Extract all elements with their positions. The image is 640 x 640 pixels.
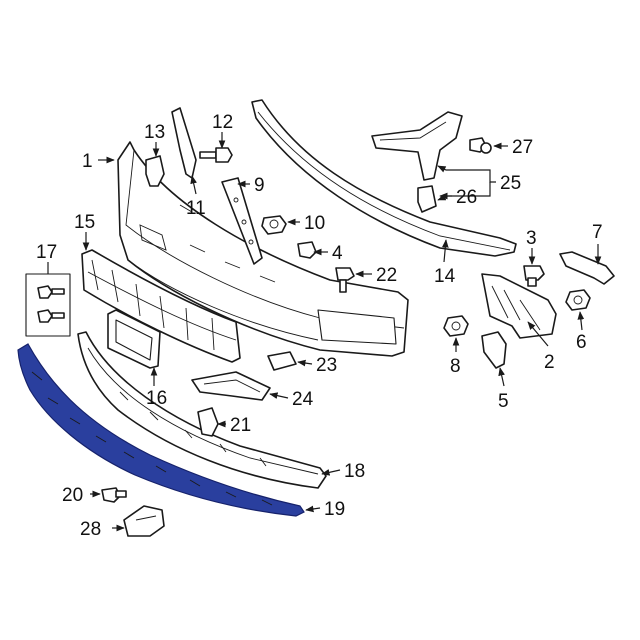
callout-28: 28 — [80, 519, 101, 540]
part-2-mount-bracket[interactable] — [481, 273, 557, 339]
part-5-bracket[interactable] — [481, 331, 507, 369]
callout-3: 3 — [526, 228, 537, 249]
part-15-grille-bar[interactable] — [81, 249, 241, 363]
callout-25: 25 — [500, 173, 521, 194]
part-11-strip[interactable] — [171, 107, 197, 179]
part-3-bolt[interactable] — [523, 265, 545, 287]
callout-18: 18 — [344, 461, 365, 482]
callout-14: 14 — [434, 266, 456, 287]
part-22-bolt[interactable] — [335, 267, 355, 293]
part-24-bracket[interactable] — [191, 371, 271, 401]
part-20-bolt[interactable] — [101, 487, 127, 503]
callout-5: 5 — [498, 391, 509, 412]
callout-20: 20 — [62, 485, 83, 506]
leader-lines — [47, 132, 602, 532]
callout-16: 16 — [146, 388, 167, 409]
part-19-air-deflector[interactable] — [17, 343, 305, 517]
callout-15: 15 — [74, 212, 95, 233]
callout-1: 1 — [82, 151, 93, 172]
callout-13: 13 — [144, 122, 165, 143]
part-26-clip[interactable] — [417, 185, 437, 213]
callout-17: 17 — [36, 242, 57, 263]
part-25-upper-bracket[interactable] — [371, 111, 463, 181]
callout-6: 6 — [576, 332, 587, 353]
callout-19: 19 — [324, 499, 345, 520]
callout-26: 26 — [456, 187, 477, 208]
callout-24: 24 — [292, 389, 314, 410]
part-14-upper-strip[interactable] — [251, 99, 517, 257]
callout-21: 21 — [230, 415, 251, 436]
callout-23: 23 — [316, 355, 337, 376]
callout-27: 27 — [512, 137, 533, 158]
part-7-link[interactable] — [559, 251, 615, 285]
part-23-clip[interactable] — [267, 351, 297, 371]
callout-4: 4 — [332, 243, 343, 264]
part-18-lower-valance[interactable] — [77, 331, 327, 489]
callout-22: 22 — [376, 265, 397, 286]
part-27-bolt[interactable] — [469, 137, 492, 154]
callout-labels: 1 2 3 4 5 6 7 8 9 10 11 12 13 14 15 16 1… — [36, 112, 603, 540]
callout-10: 10 — [304, 213, 325, 234]
part-21-clip[interactable] — [197, 407, 219, 437]
callout-11: 11 — [186, 198, 206, 219]
part-10-nut[interactable] — [261, 215, 287, 235]
part-8-nut[interactable] — [443, 315, 469, 337]
part-17-bolt-kit[interactable] — [25, 273, 71, 337]
callout-12: 12 — [212, 112, 233, 133]
part-13-bracket[interactable] — [145, 155, 165, 187]
part-12-bolt[interactable] — [199, 147, 233, 163]
part-4-clip[interactable] — [297, 241, 317, 259]
part-28-bracket[interactable] — [123, 505, 165, 537]
callout-7: 7 — [592, 222, 603, 243]
callout-2: 2 — [544, 352, 555, 373]
callout-9: 9 — [254, 175, 265, 196]
callout-8: 8 — [450, 356, 461, 377]
part-6-nut[interactable] — [565, 289, 591, 311]
part-9-bracket-strip[interactable] — [221, 177, 263, 265]
part-16-license-bracket[interactable] — [107, 309, 161, 369]
